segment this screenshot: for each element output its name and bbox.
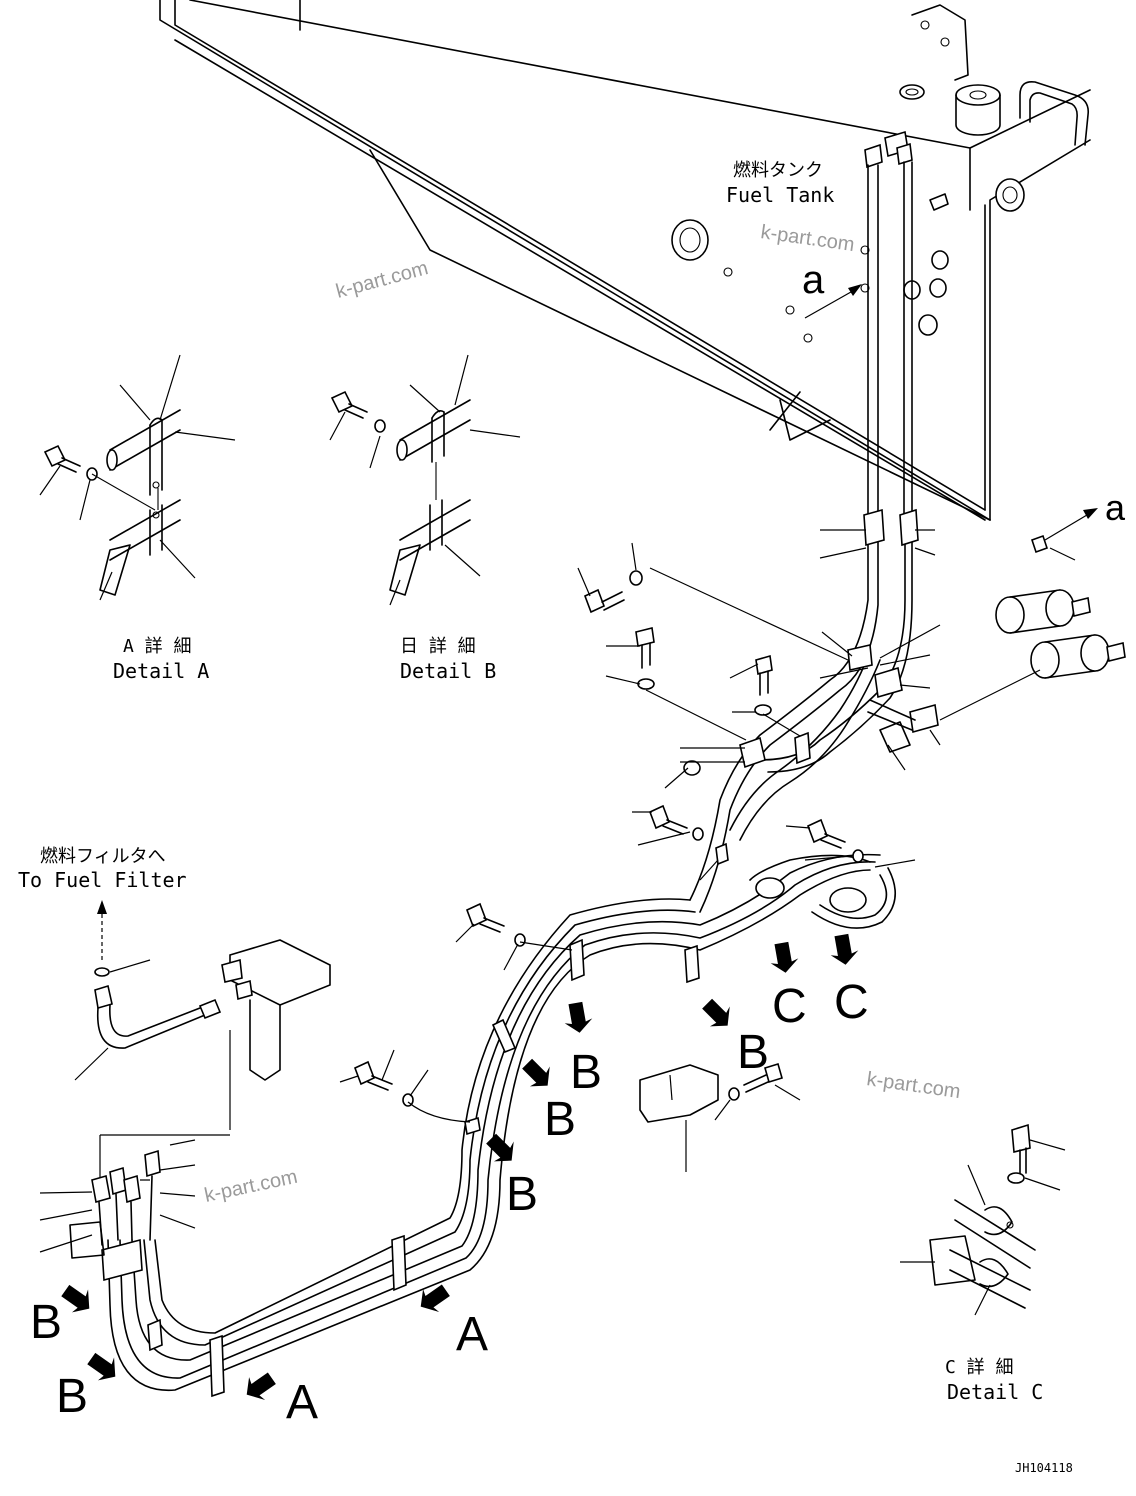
detail-b-drawing <box>329 354 521 606</box>
view-letter: B <box>30 1296 62 1349</box>
view-letter: A <box>456 1308 488 1361</box>
ref-a-top: a <box>802 258 825 302</box>
view-letter: C <box>834 976 869 1029</box>
watermark: k-part.com <box>759 221 856 256</box>
view-letter: B <box>56 1370 88 1423</box>
watermark: k-part.com <box>334 257 431 303</box>
view-arrow <box>702 998 730 1027</box>
view-letter: A <box>286 1376 318 1429</box>
view-arrow <box>420 1284 450 1313</box>
detail-a-drawing <box>39 354 236 601</box>
view-letter: B <box>737 1026 769 1079</box>
view-arrow <box>830 933 859 965</box>
view-arrow <box>564 1001 593 1033</box>
view-letter: B <box>506 1168 538 1221</box>
watermark: k-part.com <box>865 1068 962 1103</box>
detail-c-label-jp: C 詳 細 <box>945 1357 1014 1378</box>
watermark: k-part.com <box>202 1166 299 1207</box>
detail-a-label-en: Detail A <box>113 659 209 683</box>
drawing-number: JH104118 <box>1015 1461 1073 1475</box>
detail-c-label-en: Detail C <box>947 1380 1043 1404</box>
view-arrows <box>61 933 859 1401</box>
view-arrow <box>87 1352 116 1381</box>
view-letter: B <box>544 1093 576 1146</box>
to-filter-label-en: To Fuel Filter <box>18 868 187 892</box>
fuel-tank-label-en: Fuel Tank <box>726 183 834 207</box>
view-arrow <box>61 1284 90 1313</box>
view-letter: C <box>772 980 807 1033</box>
ref-a-right: a <box>1105 487 1126 528</box>
view-arrow <box>522 1058 550 1087</box>
main-hose-harness <box>39 508 1126 1398</box>
to-filter-label-jp: 燃料フィルタへ <box>40 846 166 867</box>
view-arrow <box>770 941 799 973</box>
view-arrow <box>246 1372 276 1401</box>
view-letter: B <box>570 1046 602 1099</box>
detail-c-drawing <box>900 1123 1066 1316</box>
filter-connection <box>74 900 331 1190</box>
fuel-tank <box>159 0 1091 521</box>
fuel-tank-label-jp: 燃料タンク <box>733 160 823 181</box>
tank-hoses <box>867 161 913 521</box>
detail-b-label-en: Detail B <box>400 659 496 683</box>
view-letters: A A B B B B B B B C C <box>30 976 869 1429</box>
detail-b-label-jp: 日 詳 細 <box>400 636 476 657</box>
detail-a-label-jp: A 詳 細 <box>123 636 192 657</box>
view-arrow <box>486 1133 514 1162</box>
